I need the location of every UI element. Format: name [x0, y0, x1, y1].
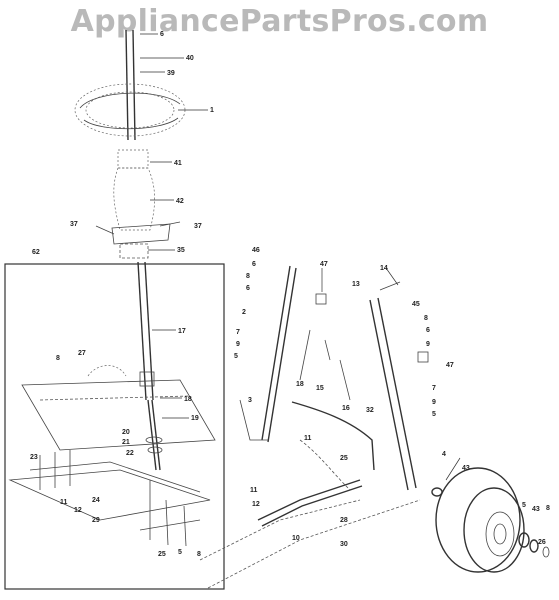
callout-11-mid: 11 — [250, 487, 258, 494]
callout-47-top: 47 — [320, 261, 328, 268]
callout-2: 2 — [242, 309, 246, 316]
callout-41: 41 — [174, 160, 182, 167]
callout-29: 29 — [92, 517, 100, 524]
spindle-assembly — [315, 281, 429, 491]
callout-40: 40 — [186, 55, 194, 62]
callout-42: 42 — [176, 198, 184, 205]
callout-47-right: 47 — [446, 362, 454, 369]
callout-16: 16 — [342, 405, 350, 412]
callout-6-left-a: 6 — [252, 261, 256, 268]
callout-43-top: 43 — [462, 465, 470, 472]
callout-7-left: 7 — [236, 329, 240, 336]
callout-35: 35 — [177, 247, 185, 254]
subassembly-frame — [4, 263, 225, 590]
callout-45: 45 — [412, 301, 420, 308]
callout-21: 21 — [122, 439, 130, 446]
callout-25-bottom: 25 — [158, 551, 166, 558]
callout-7-right: 7 — [432, 385, 436, 392]
watermark: AppliancePartsPros.com — [70, 4, 489, 39]
callout-37-left: 37 — [70, 221, 78, 228]
callout-19: 19 — [191, 415, 199, 422]
callout-6-right: 6 — [426, 327, 430, 334]
callout-11-left: 11 — [60, 499, 68, 506]
callout-43-right: 43 — [532, 506, 540, 513]
callout-23: 23 — [30, 454, 38, 461]
callout-18-mid: 18 — [296, 381, 304, 388]
callout-labels: 6 40 39 1 41 42 37 37 35 62 17 8 27 18 1… — [30, 31, 550, 558]
callout-46-left: 46 — [252, 247, 260, 254]
callout-37-right: 37 — [194, 223, 202, 230]
callout-17: 17 — [178, 328, 186, 335]
leader-lines — [140, 33, 461, 481]
callout-13: 13 — [352, 281, 360, 288]
callout-6-top: 6 — [160, 31, 164, 38]
callout-11-mid-top: 11 — [304, 435, 312, 442]
callout-9-left: 9 — [236, 341, 240, 348]
axle-assembly — [199, 265, 375, 561]
callout-9-right-b: 9 — [432, 399, 436, 406]
callout-39: 39 — [167, 70, 175, 77]
callout-3: 3 — [248, 397, 252, 404]
callout-32: 32 — [366, 407, 374, 414]
callout-26: 26 — [538, 539, 546, 546]
callout-15: 15 — [316, 385, 324, 392]
callout-25-mid: 25 — [340, 455, 348, 462]
wheel-assembly — [207, 467, 550, 589]
callout-28: 28 — [340, 517, 348, 524]
callout-14: 14 — [380, 265, 388, 272]
callout-20: 20 — [122, 429, 130, 436]
callout-9-right: 9 — [426, 341, 430, 348]
callout-6-left-b: 6 — [246, 285, 250, 292]
callout-18: 18 — [184, 396, 192, 403]
callout-4: 4 — [442, 451, 446, 458]
callout-24: 24 — [92, 497, 100, 504]
callout-27: 27 — [78, 350, 86, 357]
callout-8-right: 8 — [424, 315, 428, 322]
callout-8-left: 8 — [246, 273, 250, 280]
callout-30: 30 — [340, 541, 348, 548]
callout-5-left: 5 — [234, 353, 238, 360]
callout-22: 22 — [126, 450, 134, 457]
callout-8-wheel: 8 — [546, 505, 550, 512]
callout-8-gear: 8 — [56, 355, 60, 362]
callout-5-bottom: 5 — [178, 549, 182, 556]
callout-62: 62 — [32, 249, 40, 256]
callout-10: 10 — [292, 535, 300, 542]
callout-5-right: 5 — [432, 411, 436, 418]
callout-1: 1 — [210, 107, 214, 114]
callout-8-bottom: 8 — [197, 551, 201, 558]
callout-5-wheel: 5 — [522, 502, 526, 509]
callout-12-left: 12 — [74, 507, 82, 514]
callout-12-mid: 12 — [252, 501, 260, 508]
